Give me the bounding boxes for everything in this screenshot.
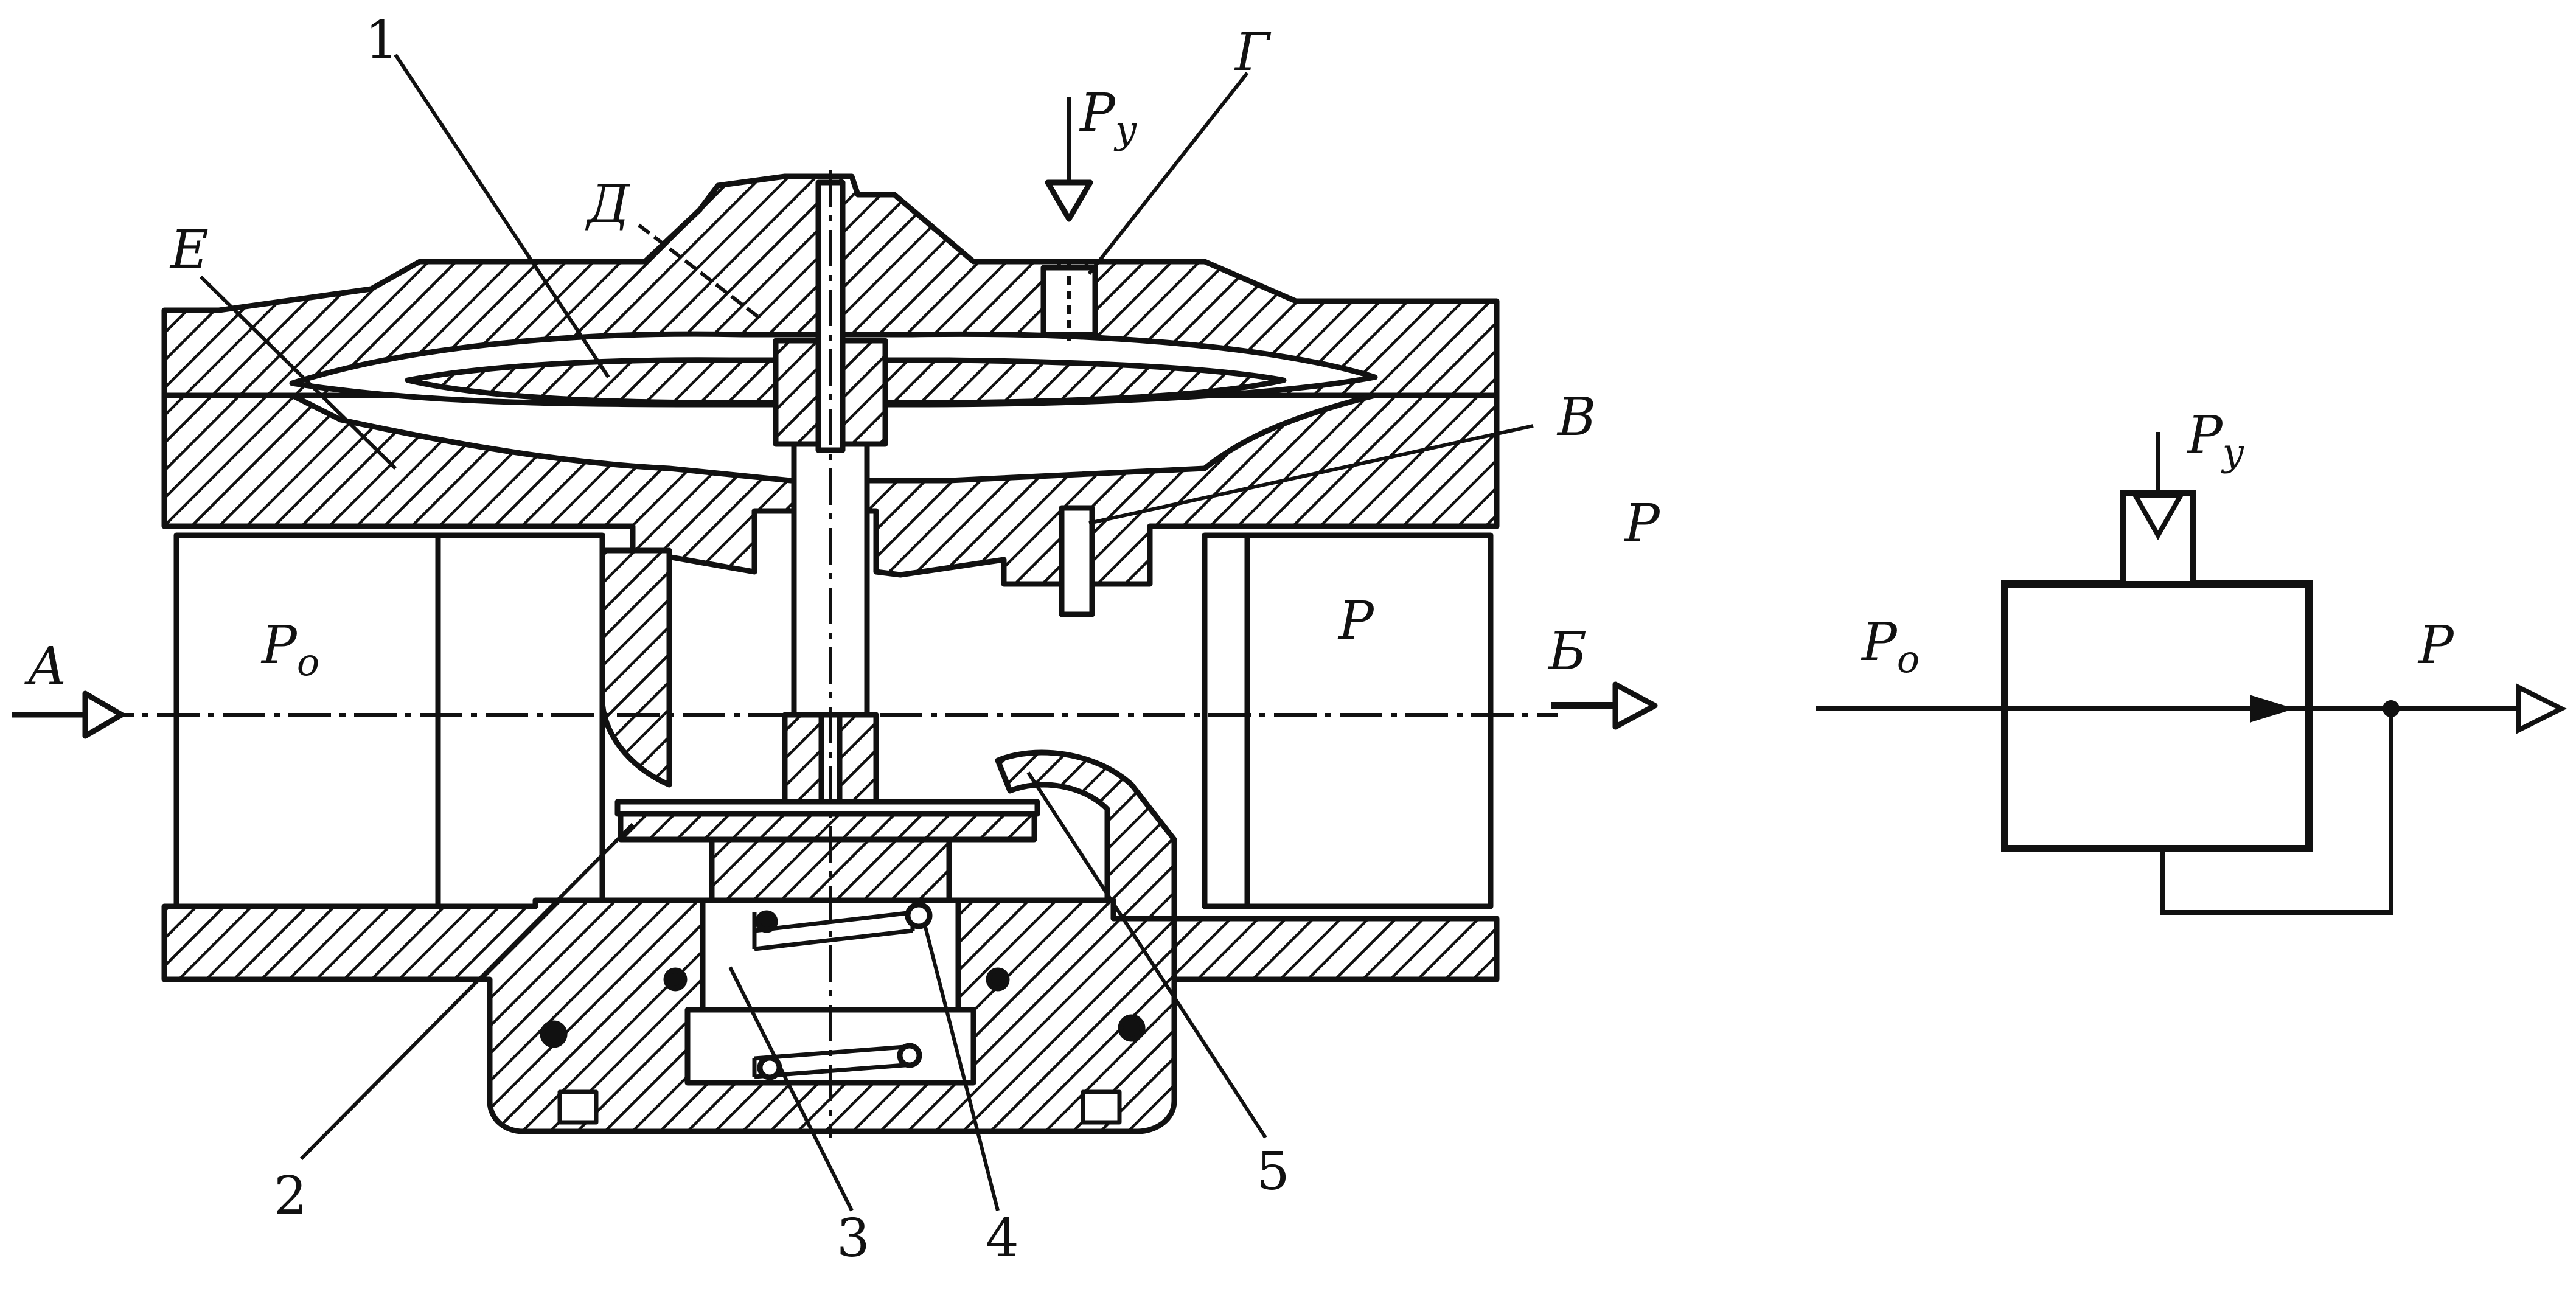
- label-outlet-pressure-chamber: P: [1337, 591, 1375, 652]
- symbol-feedback-line: [2160, 709, 2393, 915]
- spring-lower: [752, 1044, 913, 1079]
- symbol-label-inlet-pressure: Pо: [1861, 612, 1920, 681]
- label-port-G: Г: [1234, 22, 1272, 83]
- o-ring-left: [540, 1020, 568, 1048]
- o-ring-inner-left: [663, 967, 688, 992]
- leader-E: [199, 275, 397, 470]
- symbol-outlet-arrow: [2516, 683, 2567, 734]
- leader-3: [728, 966, 854, 1212]
- label-cavity-D: Д: [585, 174, 631, 235]
- leader-V: [1088, 424, 1534, 525]
- central-wall: [599, 547, 672, 788]
- symbol-junction: [2383, 700, 2400, 717]
- label-part-5: 5: [1256, 1141, 1290, 1202]
- label-outlet-B: Б: [1547, 621, 1587, 682]
- inlet-bore: [173, 532, 605, 909]
- label-outlet-pressure-right: P: [1623, 493, 1661, 554]
- o-ring-right: [1118, 1014, 1146, 1042]
- label-part-1: 1: [365, 10, 399, 71]
- label-control-pressure: Pу: [1079, 83, 1137, 152]
- leader-G: [1087, 72, 1249, 275]
- label-channel-V: В: [1556, 387, 1596, 448]
- label-part-4: 4: [986, 1208, 1019, 1269]
- label-part-2: 2: [274, 1166, 307, 1226]
- label-inlet-A: А: [24, 636, 67, 697]
- feedback-channel: [1059, 505, 1095, 617]
- spring-upper: [752, 910, 915, 951]
- symbol-flow-arrowhead: [2250, 695, 2295, 723]
- leader-4: [923, 924, 1000, 1211]
- leader-D: [638, 223, 759, 318]
- leader-2: [299, 822, 635, 1161]
- outlet-bore: [1202, 532, 1494, 909]
- o-ring-inner-right: [986, 967, 1010, 992]
- symbol-label-outlet-pressure: P: [2417, 615, 2455, 676]
- leader-1: [394, 54, 610, 378]
- label-inlet-pressure: Pо: [260, 615, 319, 684]
- leader-5: [1026, 771, 1267, 1139]
- label-part-3: 3: [837, 1208, 870, 1269]
- valve-disc-seal: [614, 799, 1040, 817]
- label-cavity-E: Е: [169, 220, 209, 280]
- symbol-label-control-pressure: Pу: [2186, 405, 2244, 474]
- valve-symbol: [1816, 432, 2567, 915]
- symbol-control-arrow: [2131, 493, 2185, 541]
- valve-cross-section: [12, 54, 1658, 1212]
